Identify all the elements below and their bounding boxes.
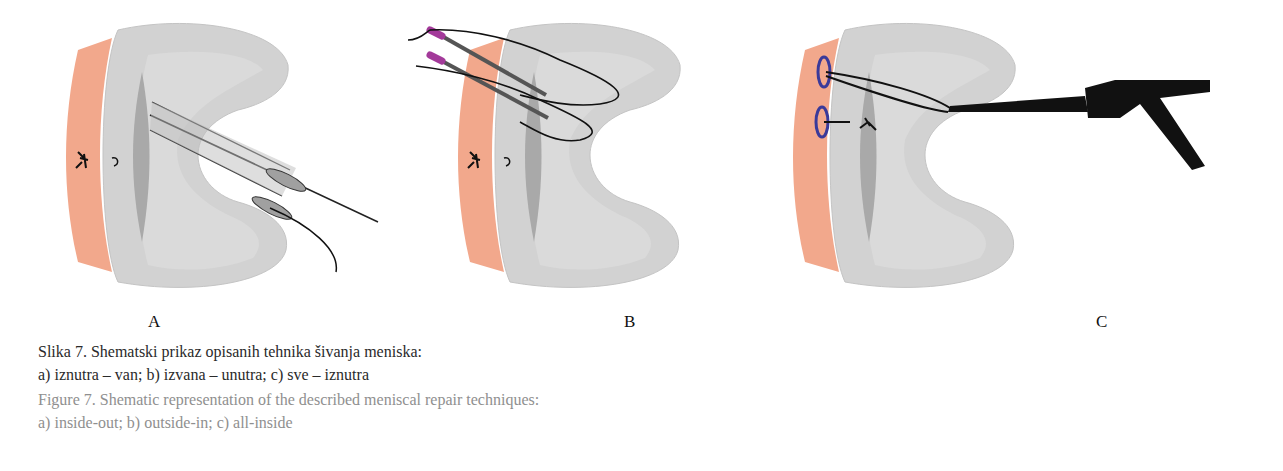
meniscus-c	[793, 23, 1015, 287]
caption-line-english: a) inside-out; b) outside-in; c) all-ins…	[38, 414, 293, 432]
figure-letter: A	[148, 312, 160, 332]
figure-letter: B	[624, 312, 635, 332]
caption-line-english: Figure 7. Shematic representation of the…	[38, 391, 539, 409]
caption-line: Slika 7. Shematski prikaz opisanih tehni…	[38, 343, 422, 361]
figure-letter: C	[1096, 312, 1107, 332]
outside-in-needles	[408, 30, 619, 168]
caption-line: a) iznutra – van; b) izvana – unutra; c)…	[38, 366, 369, 384]
inside-out-needles	[76, 102, 378, 272]
all-inside-device	[816, 57, 1210, 170]
